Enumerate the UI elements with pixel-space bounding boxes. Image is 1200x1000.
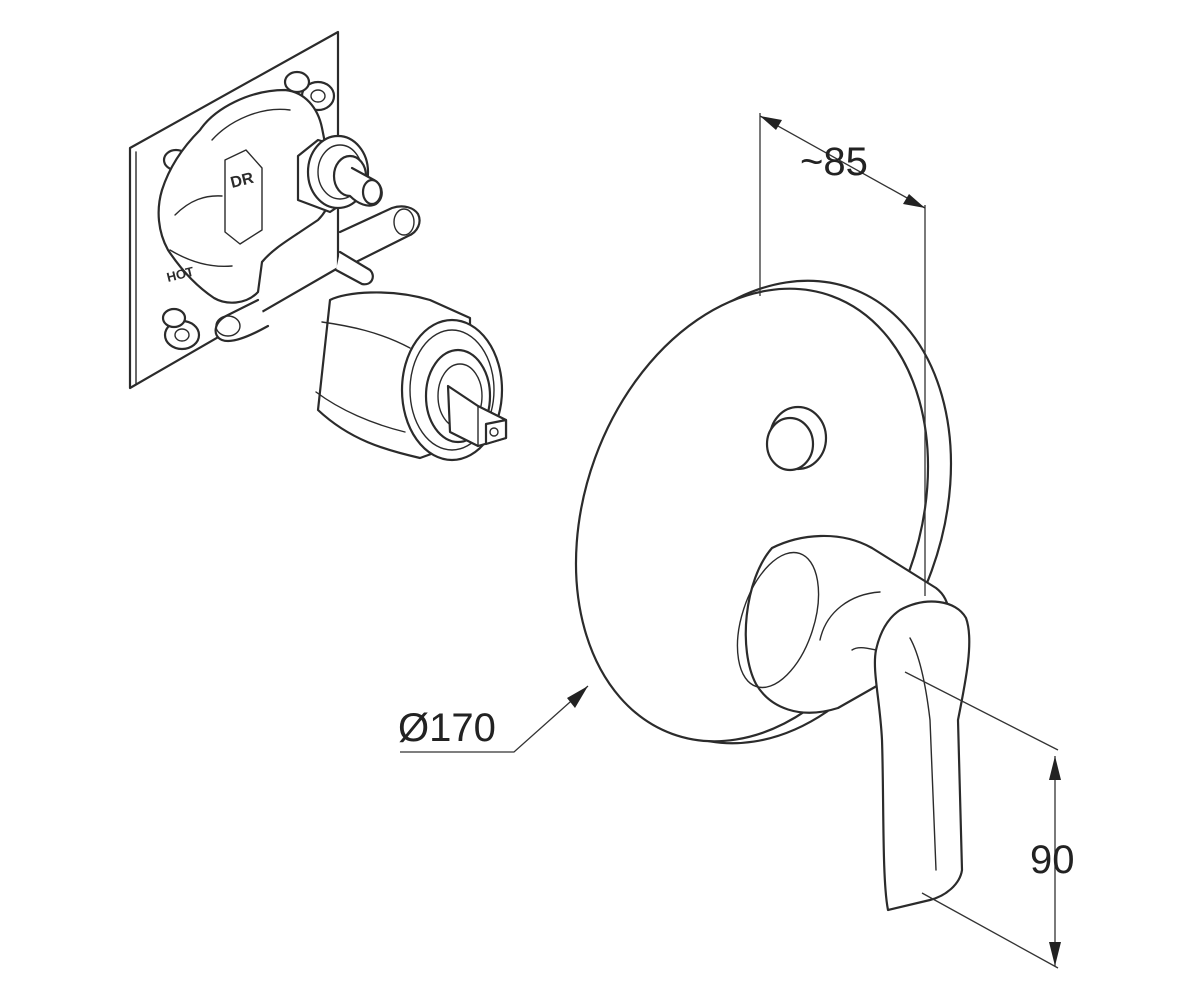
height-arrow-top bbox=[1049, 756, 1061, 780]
diverter-cartridge bbox=[296, 134, 383, 214]
lever-handle bbox=[736, 534, 971, 912]
rough-in-valve-body: DR HOT bbox=[128, 30, 508, 462]
mixing-cartridge bbox=[315, 291, 508, 462]
dimension-lines bbox=[400, 113, 1061, 969]
diverter-button bbox=[765, 405, 828, 472]
diverter-mark: DR bbox=[229, 170, 256, 192]
depth-arrow-end bbox=[903, 194, 925, 208]
left-outlet bbox=[214, 298, 270, 343]
valve-casting bbox=[157, 88, 334, 304]
side-outlet bbox=[338, 205, 421, 264]
depth-dimension-label: ~85 bbox=[800, 140, 868, 184]
height-dimension-label: 90 bbox=[1030, 838, 1075, 882]
diameter-dimension-label: Ø170 bbox=[398, 706, 496, 750]
trim-set bbox=[574, 279, 971, 912]
hot-mark: HOT bbox=[165, 264, 195, 285]
height-arrow-bottom bbox=[1049, 942, 1061, 966]
depth-arrow-start bbox=[760, 116, 782, 130]
diameter-arrow bbox=[567, 686, 588, 708]
handle-lever bbox=[873, 600, 971, 912]
